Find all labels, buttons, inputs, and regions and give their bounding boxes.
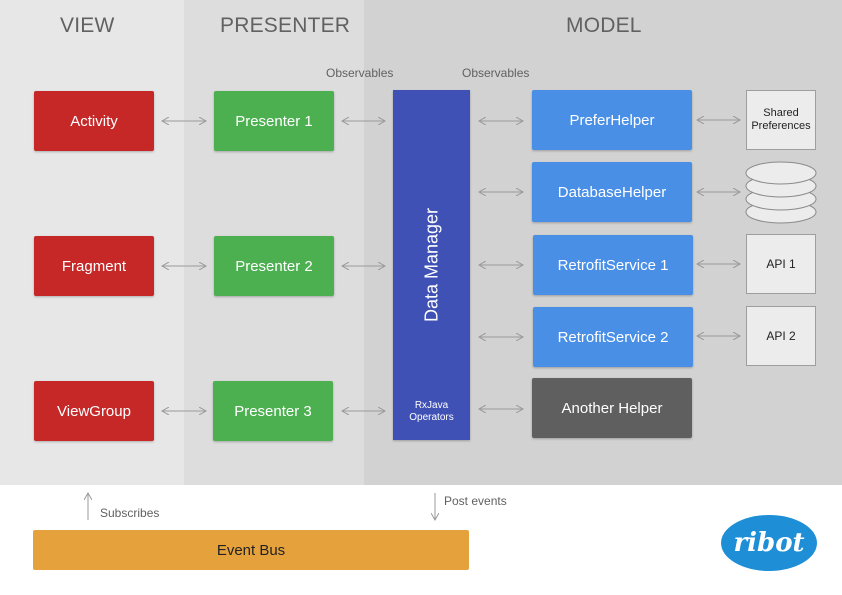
activity-box: Activity — [34, 91, 154, 151]
ribot-logo: ribot — [721, 515, 817, 571]
subscribes-label: Subscribes — [100, 506, 160, 520]
database-icon — [745, 161, 817, 224]
prefer-helper-box: PreferHelper — [532, 90, 692, 150]
shared-preferences-box: Shared Preferences — [746, 90, 816, 150]
retrofit-service-2-box: RetrofitService 2 — [533, 307, 693, 367]
another-helper-box: Another Helper — [532, 378, 692, 438]
viewgroup-box: ViewGroup — [34, 381, 154, 441]
view-title: VIEW — [60, 14, 115, 37]
presenter-1-box: Presenter 1 — [214, 91, 334, 151]
data-manager-box: Data Manager RxJava Operators — [393, 90, 470, 440]
shared-label: Shared — [763, 107, 799, 119]
presenter-3-box: Presenter 3 — [213, 381, 333, 441]
event-bus-bar: Event Bus — [33, 530, 469, 570]
fragment-box: Fragment — [34, 236, 154, 296]
database-helper-box: DatabaseHelper — [532, 162, 692, 222]
presenter-title: PRESENTER — [220, 14, 351, 37]
api-2-box: API 2 — [746, 306, 816, 366]
observables-label-left: Observables — [326, 66, 394, 80]
preferences-label: Preferences — [751, 120, 811, 132]
rxjava-operators-label: RxJava Operators — [393, 400, 470, 424]
post-events-label: Post events — [444, 494, 507, 508]
presenter-2-box: Presenter 2 — [214, 236, 334, 296]
rxjava-label: RxJava — [414, 400, 449, 411]
api-1-box: API 1 — [746, 234, 816, 294]
retrofit-service-1-box: RetrofitService 1 — [533, 235, 693, 295]
model-title: MODEL — [566, 14, 642, 37]
operators-label: Operators — [409, 412, 454, 423]
data-manager-title: Data Manager — [421, 207, 441, 323]
observables-label-right: Observables — [462, 66, 530, 80]
